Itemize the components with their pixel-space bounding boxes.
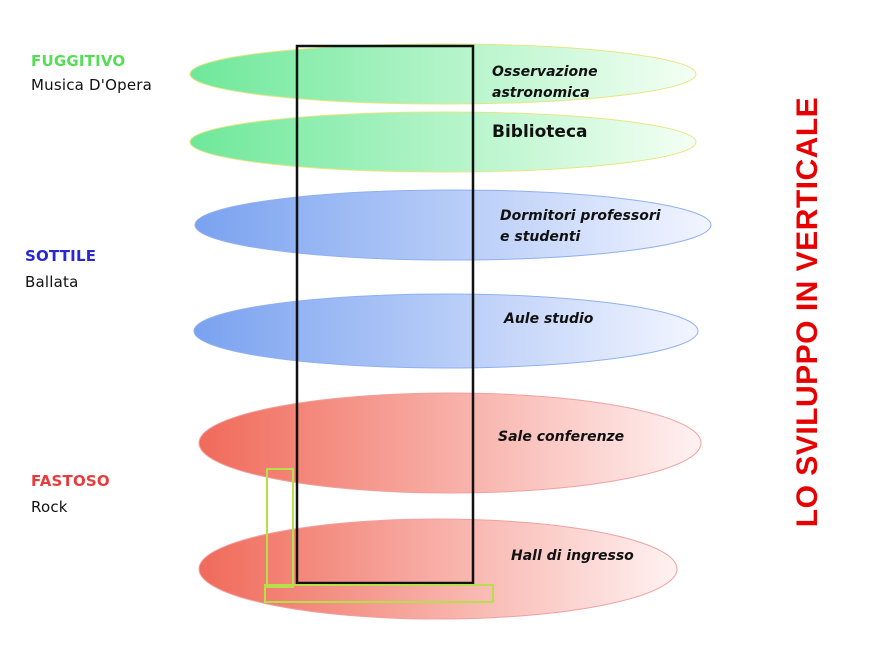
category-sottile: SOTTILE Ballata [25,247,96,291]
level-ellipse-dormitori [194,189,712,261]
base-vertical-outline [266,468,294,588]
level-label-sale: Sale conferenze [498,429,624,445]
level-ellipse-aule [193,293,699,369]
category-genre: Musica D'Opera [31,76,153,94]
category-fuggitivo: FUGGITIVO Musica D'Opera [31,52,152,94]
level-label-osservazione-line2: astronomica [492,85,590,101]
category-fastoso: FASTOSO Rock [31,472,110,516]
level-ellipse-hall [198,518,678,620]
level-label-aule: Aule studio [503,311,594,327]
category-genre: Rock [31,498,68,516]
level-label-biblioteca: Biblioteca [492,122,588,142]
level-ellipse-biblioteca [189,111,697,173]
level-label-osservazione-line1: Osservazione [492,64,598,80]
level-ellipse-sale [198,392,702,494]
category-label: SOTTILE [25,247,97,265]
category-genre: Ballata [25,273,79,291]
level-ellipse-osservazione [189,43,697,105]
tower-outline [295,44,475,585]
level-label-dormitori-line1: Dormitori professori [500,208,661,224]
category-label: FUGGITIVO [31,52,126,70]
category-label: FASTOSO [31,472,110,490]
base-horizontal-outline [264,584,494,603]
level-label-dormitori-line2: e studenti [500,229,581,245]
vertical-title: LO SVILUPPO IN VERTICALE [791,96,824,528]
level-label-hall: Hall di ingresso [511,548,634,564]
